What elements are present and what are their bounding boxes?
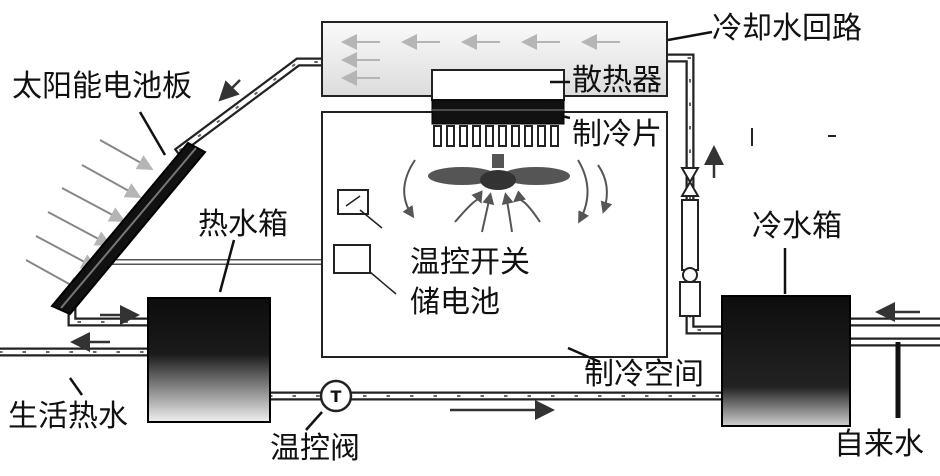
airflow-arrows <box>402 159 613 233</box>
leader-lines <box>68 30 901 431</box>
pipe-tap-water-in <box>845 317 940 347</box>
label-solar-panel: 太阳能电池板 <box>12 69 192 104</box>
label-thermo-valve: 温控阀 <box>270 431 360 466</box>
label-radiator: 散热器 <box>572 63 662 98</box>
cooling-space-box <box>321 111 668 358</box>
label-hot-tank: 热水箱 <box>198 207 288 242</box>
label-peltier: 制冷片 <box>572 117 662 152</box>
valve-symbol: T <box>331 387 342 406</box>
thermo-switch <box>337 189 383 229</box>
fan <box>428 154 570 190</box>
label-battery: 储电池 <box>410 285 500 320</box>
label-cooling-loop: 冷却水回路 <box>712 11 862 46</box>
flow-arrows <box>70 79 920 420</box>
cooling-flow-arrows <box>341 34 620 86</box>
label-domestic-hot-water: 生活热水 <box>8 399 128 434</box>
label-cold-tank: 冷水箱 <box>752 209 842 244</box>
battery <box>333 244 397 295</box>
flow-meter <box>679 167 701 317</box>
label-tap-water: 自来水 <box>834 427 924 462</box>
cold-water-tank <box>721 295 851 427</box>
pipe-solar-to-radiator <box>173 57 330 157</box>
label-cooling-space: 制冷空间 <box>584 357 704 392</box>
sun-rays <box>25 139 154 292</box>
hot-water-tank <box>147 297 271 423</box>
pipe-solar-to-hot-tank <box>67 300 153 327</box>
stray-marks <box>751 128 836 146</box>
heat-sink <box>431 69 565 147</box>
solar-panel <box>50 141 207 316</box>
label-thermo-switch: 温控开关 <box>410 245 530 280</box>
thermo-valve <box>319 379 353 413</box>
